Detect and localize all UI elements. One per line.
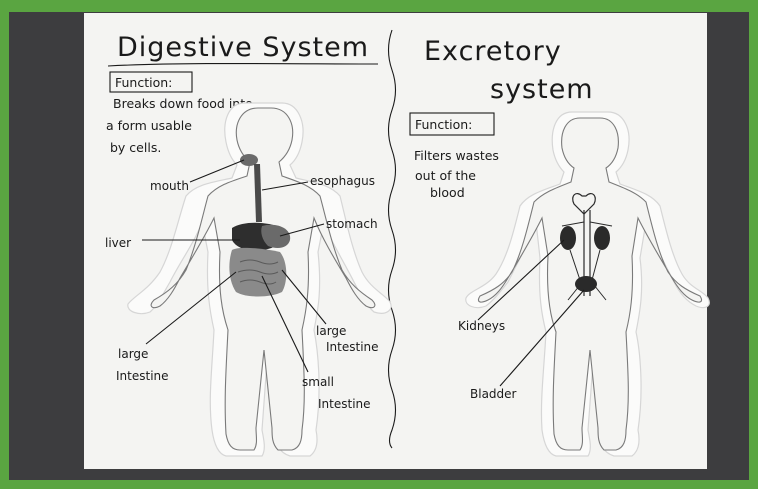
label-large-intestine-right-1: large — [316, 324, 346, 338]
excretory-function-line-2: out of the — [415, 168, 476, 183]
bladder-organ — [575, 276, 597, 292]
label-stomach: stomach — [326, 217, 378, 231]
label-mouth: mouth — [150, 179, 189, 193]
label-small-intestine-2: Intestine — [318, 397, 371, 411]
excretory-function-line-1: Filters wastes — [414, 148, 499, 163]
label-esophagus: esophagus — [310, 174, 375, 188]
right-kidney-organ — [594, 226, 610, 250]
digestive-function-line-2: a form usable — [106, 118, 192, 133]
excretory-function-line-3: blood — [430, 185, 465, 200]
label-liver: liver — [105, 236, 131, 250]
digestive-function-label: Function: — [115, 75, 172, 90]
label-large-intestine-left-1: large — [118, 347, 148, 361]
center-divider — [389, 30, 396, 448]
excretory-title-line-2: system — [490, 74, 594, 105]
label-large-intestine-right-2: Intestine — [326, 340, 379, 354]
label-bladder: Bladder — [470, 387, 517, 401]
digestive-title: Digestive System — [117, 32, 369, 63]
label-small-intestine-1: small — [302, 375, 334, 389]
digestive-title-underline — [108, 64, 378, 67]
left-kidney-organ — [560, 226, 576, 250]
digestive-function-line-3: by cells. — [110, 140, 161, 155]
label-kidneys: Kidneys — [458, 319, 505, 333]
label-large-intestine-left-2: Intestine — [116, 369, 169, 383]
excretory-function-label: Function: — [415, 117, 472, 132]
excretory-title-line-1: Excretory — [424, 36, 562, 67]
